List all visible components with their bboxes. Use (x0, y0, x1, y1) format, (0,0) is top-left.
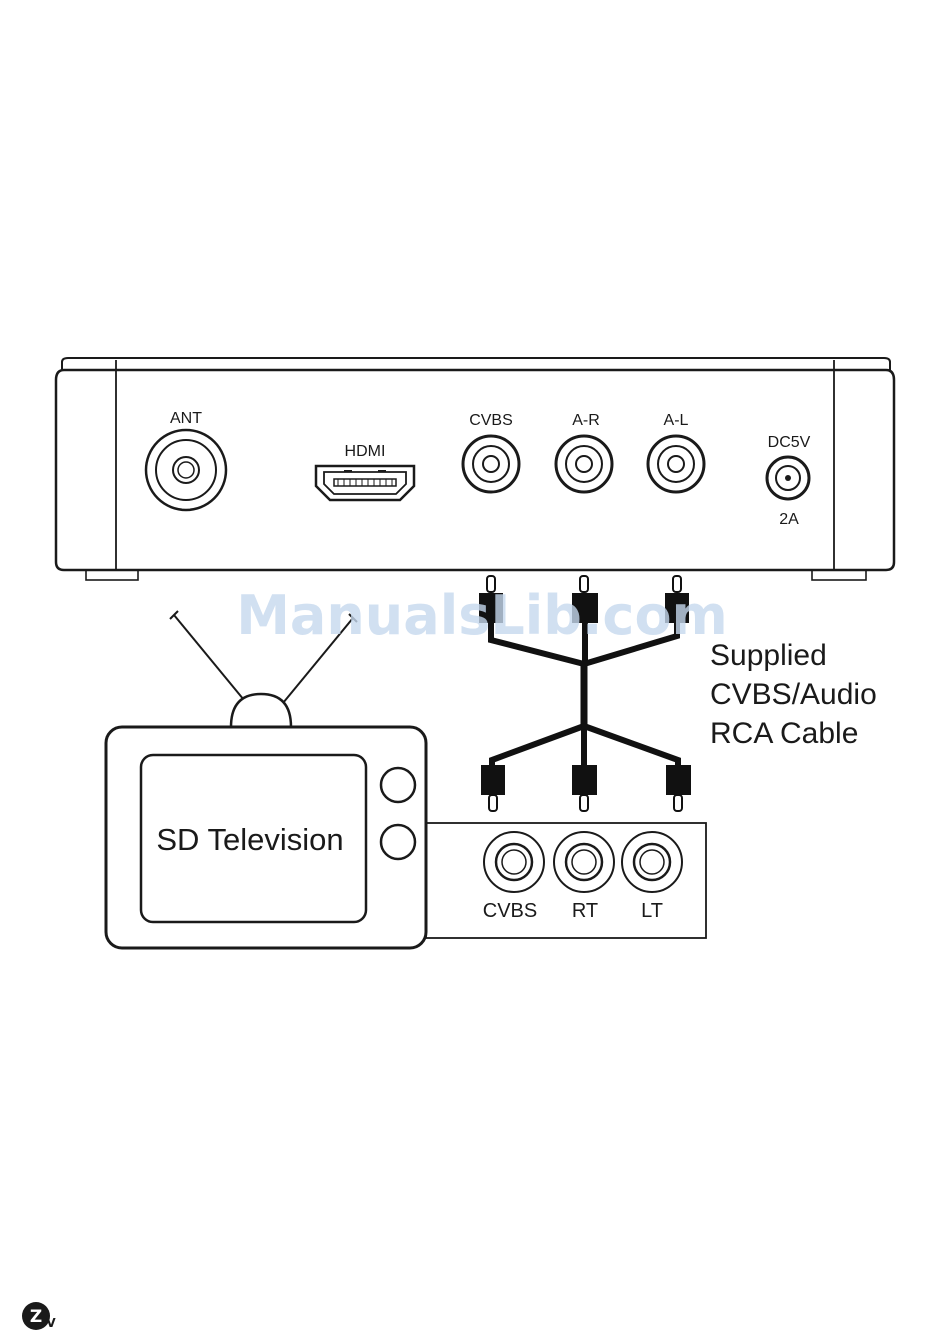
receiver-audio-left-label: A-L (664, 412, 689, 429)
brand-logo: Z V (22, 1302, 56, 1330)
logo-letter: Z (30, 1307, 42, 1327)
receiver-cvbs-port (463, 436, 519, 492)
television (106, 611, 706, 948)
tv-cvbs-jack (484, 832, 544, 892)
tv-title: SD Television (156, 822, 343, 857)
ant-port (146, 430, 226, 510)
hdmi-label: HDMI (345, 443, 386, 460)
dc-power-port (767, 457, 809, 499)
tv-right-label: RT (572, 900, 598, 922)
receiver-audio-right-port (556, 436, 612, 492)
tv-left-label: LT (641, 900, 663, 922)
tv-left-jack (622, 832, 682, 892)
hdmi-port (316, 466, 414, 500)
cable-caption-line-3: RCA Cable (710, 717, 858, 750)
receiver-audio-right-label: A-R (572, 412, 600, 429)
watermark: ManualsLib.com (236, 584, 728, 647)
logo-sub: V (46, 1316, 56, 1330)
dc-current-label: 2A (779, 511, 799, 528)
ant-label: ANT (170, 410, 202, 427)
tv-cvbs-label: CVBS (483, 900, 537, 922)
tv-right-jack (554, 832, 614, 892)
cable-caption-line-2: CVBS/Audio (710, 678, 877, 711)
receiver-cvbs-label: CVBS (469, 412, 513, 429)
receiver-audio-left-port (648, 436, 704, 492)
dc-voltage-label: DC5V (768, 434, 811, 451)
